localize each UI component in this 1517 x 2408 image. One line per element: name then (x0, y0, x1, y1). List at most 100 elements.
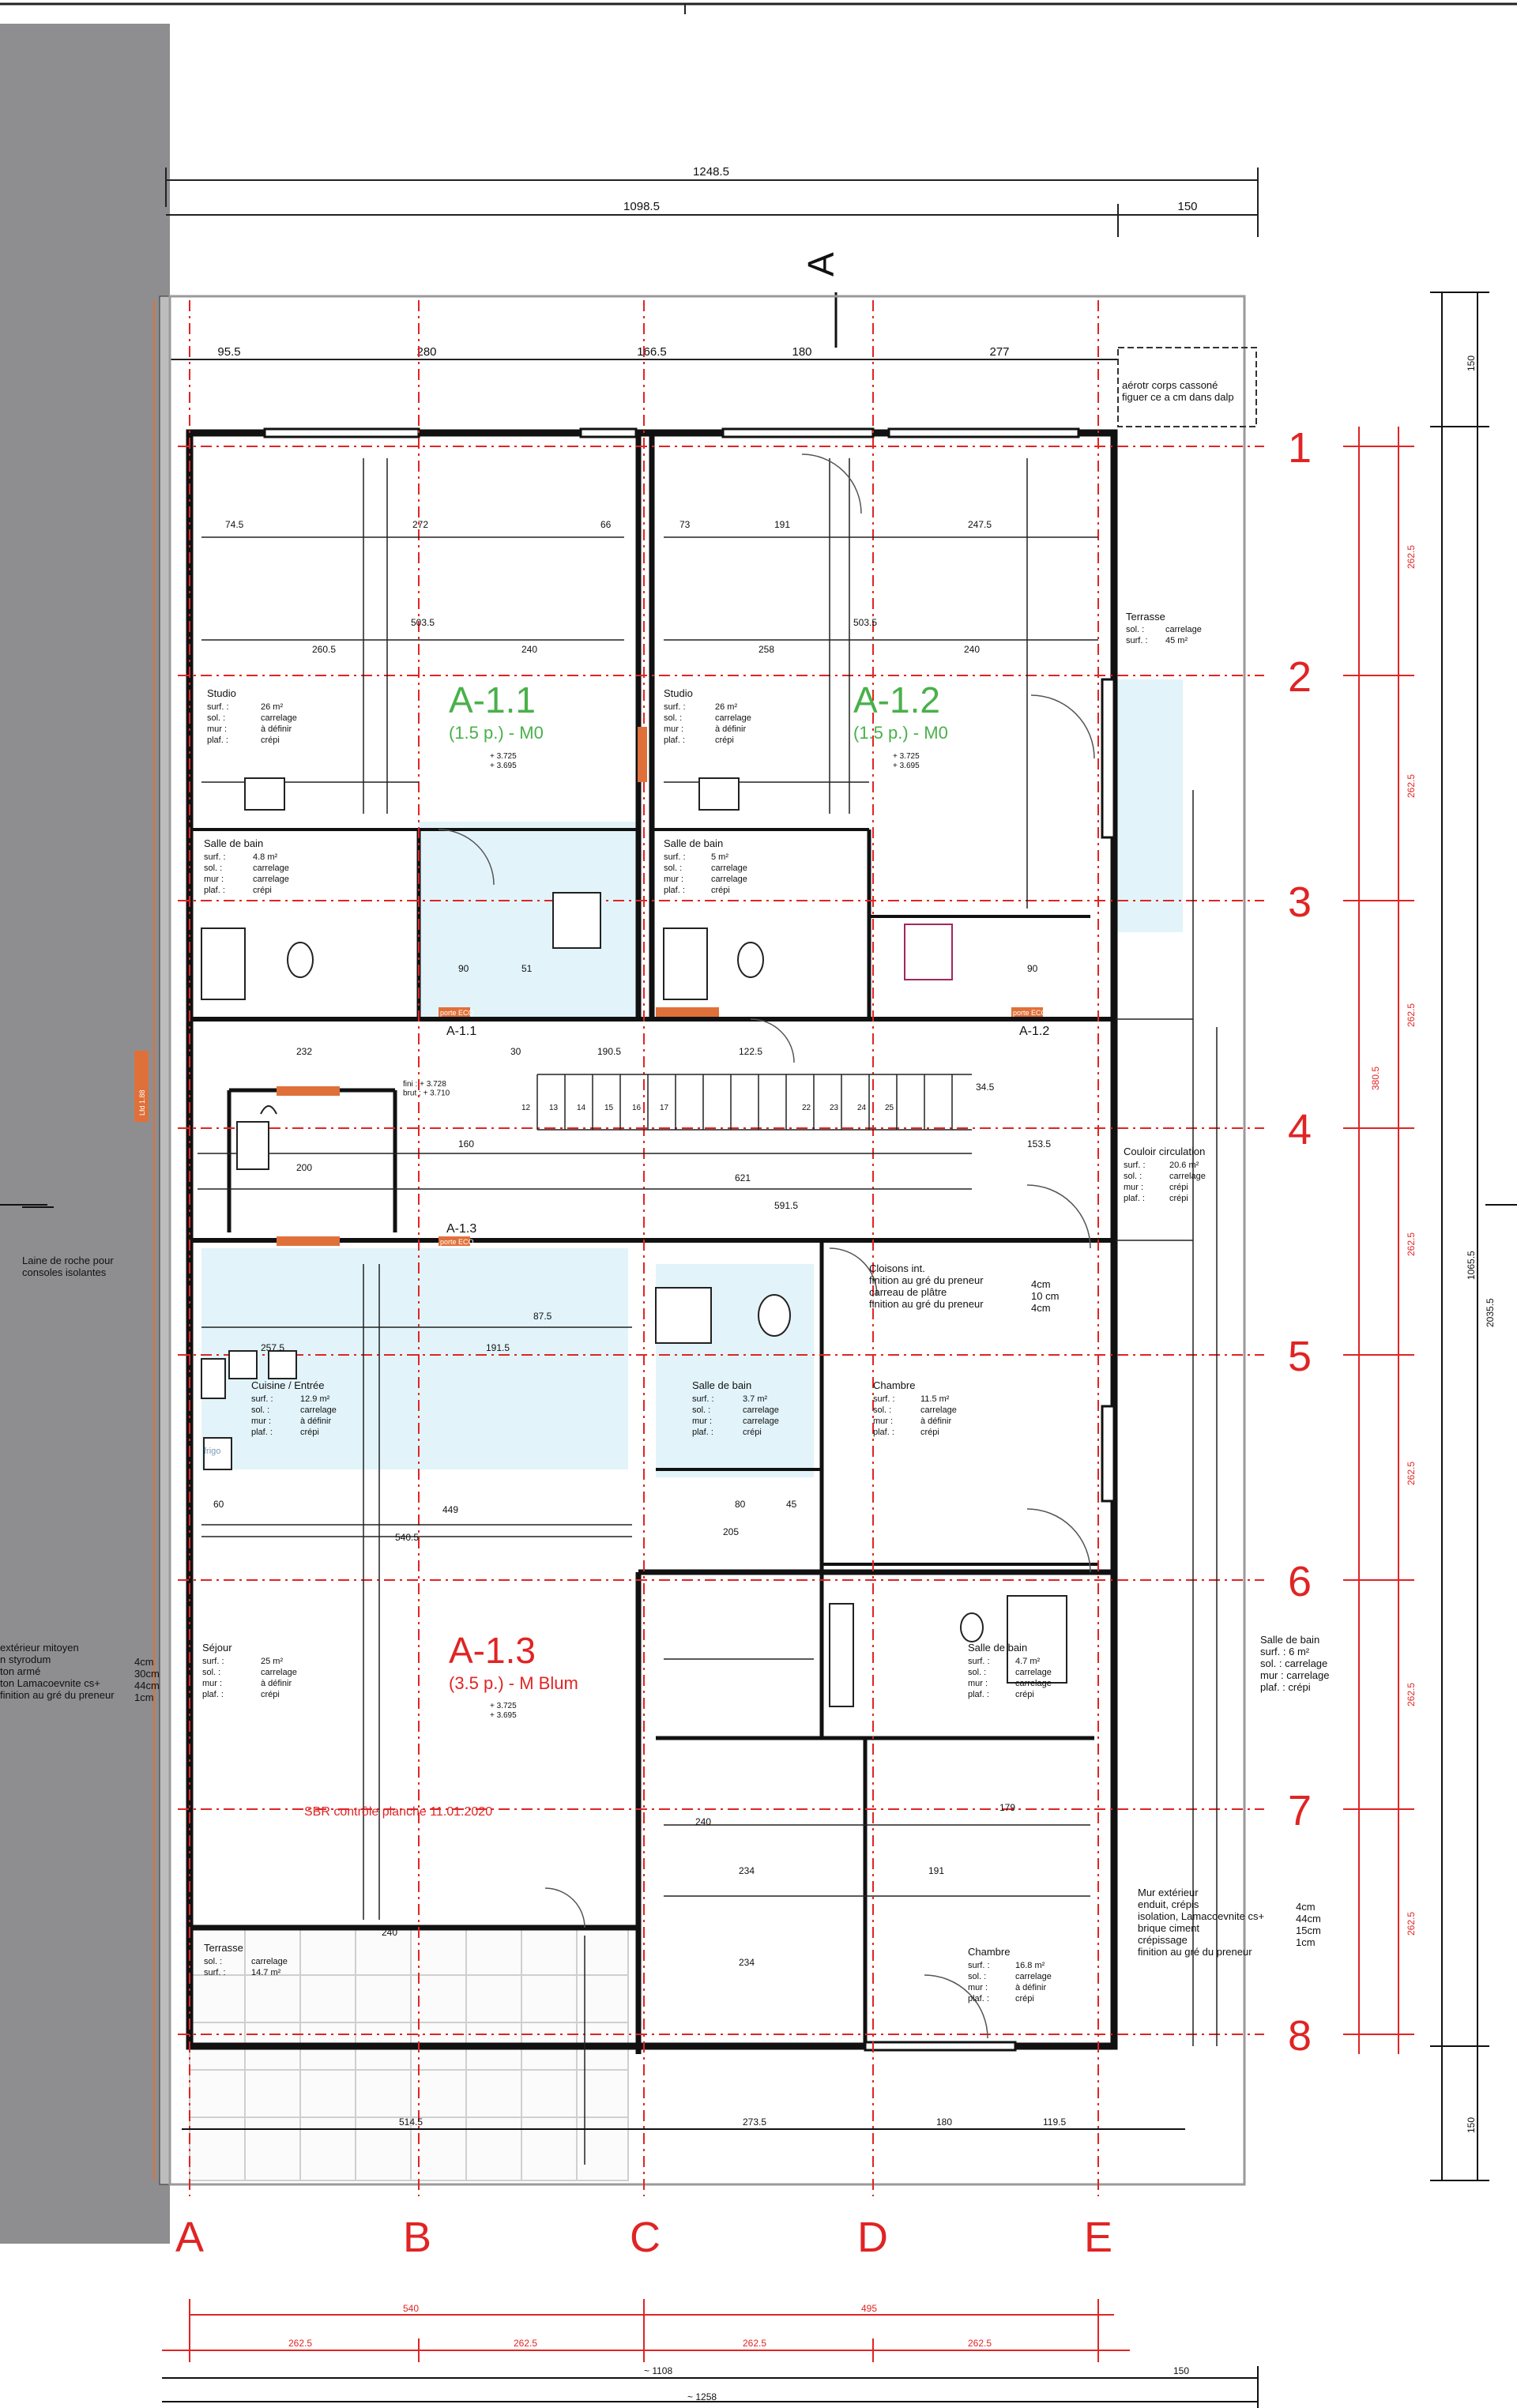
svg-text:carrelage: carrelage (300, 1405, 337, 1415)
svg-text:plaf. :: plaf. : (873, 1428, 894, 1437)
svg-text:205: 205 (723, 1526, 739, 1537)
svg-text:mur :: mur : (207, 724, 227, 734)
svg-text:carrelage: carrelage (711, 875, 747, 884)
svg-text:mur :: mur : (664, 724, 683, 734)
svg-text:591.5: 591.5 (774, 1200, 798, 1211)
svg-text:A-1.1: A-1.1 (449, 679, 536, 721)
svg-text:carrelage: carrelage (920, 1405, 957, 1415)
svg-text:262.5: 262.5 (1406, 1232, 1417, 1256)
svg-text:74.5: 74.5 (225, 519, 244, 530)
svg-text:à définir: à définir (715, 724, 746, 734)
svg-text:surf. :: surf. : (1126, 636, 1148, 645)
svg-text:D: D (857, 2214, 888, 2261)
svg-text:262.5: 262.5 (514, 2338, 537, 2349)
svg-text:25: 25 (885, 1104, 894, 1112)
svg-text:carrelage: carrelage (1165, 625, 1202, 634)
svg-text:191.5: 191.5 (486, 1342, 510, 1353)
svg-text:plaf. :: plaf. : (202, 1690, 224, 1699)
svg-text:380.5: 380.5 (1370, 1067, 1381, 1090)
svg-text:crépi: crépi (711, 886, 730, 895)
svg-text:sol. :: sol. : (873, 1405, 891, 1415)
svg-text:514.5: 514.5 (399, 2116, 423, 2128)
room-bedroom-1: Chambre surf. :11.5 m² sol. :carrelage m… (873, 1379, 957, 1437)
svg-text:240: 240 (695, 1816, 711, 1827)
room-kitchen: Cuisine / Entrée surf. :12.9 m² sol. :ca… (251, 1379, 337, 1437)
svg-text:262.5: 262.5 (968, 2338, 992, 2349)
svg-text:Salle de bain: Salle de bain (204, 837, 263, 849)
svg-text:122.5: 122.5 (739, 1046, 762, 1057)
svg-text:sol. :: sol. : (1126, 625, 1144, 634)
svg-text:273.5: 273.5 (743, 2116, 766, 2128)
svg-text:plaf. :: plaf. : (207, 736, 228, 745)
svg-text:247.5: 247.5 (968, 519, 992, 530)
svg-text:540: 540 (403, 2303, 419, 2314)
svg-text:73: 73 (679, 519, 691, 530)
svg-text:à définir: à définir (261, 1679, 292, 1688)
svg-text:mur :: mur : (968, 1983, 988, 1992)
small-label-a12: A-1.2 (1019, 1025, 1049, 1038)
svg-text:13: 13 (549, 1104, 559, 1112)
stair-numbers: 12 13 14 15 16 17 22 23 24 25 (521, 1104, 894, 1112)
svg-text:surf. :: surf. : (873, 1394, 895, 1404)
svg-text:Salle de bain: Salle de bain (692, 1379, 751, 1391)
svg-text:240: 240 (521, 644, 537, 655)
grid-row-labels: 1 2 3 4 5 6 7 8 (1288, 424, 1312, 2060)
svg-text:16: 16 (632, 1104, 642, 1112)
svg-text:sol. :: sol. : (664, 863, 682, 873)
svg-text:262.5: 262.5 (1406, 774, 1417, 798)
svg-text:2035.5: 2035.5 (1485, 1298, 1496, 1327)
svg-text:surf. :: surf. : (692, 1394, 714, 1404)
svg-text:carrelage: carrelage (253, 863, 289, 873)
small-label-a13: A-1.3 (446, 1222, 476, 1236)
svg-text:16.8 m²: 16.8 m² (1015, 1961, 1045, 1970)
svg-text:Chambre: Chambre (968, 1946, 1010, 1958)
svg-text:51: 51 (521, 963, 533, 974)
svg-text:2: 2 (1288, 653, 1312, 701)
svg-text:262.5: 262.5 (1406, 1003, 1417, 1027)
svg-text:14: 14 (577, 1104, 586, 1112)
svg-text:277: 277 (989, 345, 1009, 359)
svg-text:plaf. :: plaf. : (251, 1428, 273, 1437)
room-bedroom-2: Chambre surf. :16.8 m² sol. :carrelage m… (968, 1946, 1052, 2004)
svg-text:crépi: crépi (920, 1428, 939, 1437)
hatched-party-wall (159, 295, 171, 2185)
svg-text:mur :: mur : (251, 1417, 271, 1426)
svg-text:90: 90 (458, 963, 469, 974)
top-dimensions: 1248.5 1098.5 150 95.5 280 166.5 180 277 (165, 165, 1259, 360)
svg-text:150: 150 (1466, 356, 1477, 371)
svg-text:262.5: 262.5 (1406, 545, 1417, 569)
svg-text:30: 30 (510, 1046, 521, 1057)
svg-text:503.5: 503.5 (411, 617, 435, 628)
svg-text:15: 15 (604, 1104, 614, 1112)
svg-text:621: 621 (735, 1172, 751, 1183)
svg-text:plaf. :: plaf. : (204, 886, 225, 895)
svg-text:4.8 m²: 4.8 m² (253, 852, 278, 862)
svg-text:8: 8 (1288, 2012, 1312, 2060)
svg-text:surf. :: surf. : (968, 1961, 990, 1970)
svg-text:179: 179 (999, 1802, 1015, 1813)
svg-text:Cuisine / Entrée: Cuisine / Entrée (251, 1379, 325, 1391)
frigo-label: frigo (204, 1447, 220, 1456)
svg-text:surf. :: surf. : (204, 852, 226, 862)
svg-text:B: B (403, 2214, 431, 2261)
site-boundary (168, 295, 1246, 2186)
svg-text:surf. :: surf. : (968, 1657, 990, 1666)
room-bath-1: Salle de bain surf. :4.8 m² sol. :carrel… (204, 837, 289, 895)
svg-text:Studio: Studio (207, 687, 236, 699)
svg-text:carrelage: carrelage (251, 1957, 288, 1966)
svg-text:à définir: à définir (1015, 1983, 1046, 1992)
svg-text:Chambre: Chambre (873, 1379, 915, 1391)
svg-text:+ 3.725: + 3.725 (490, 1702, 517, 1710)
svg-text:à définir: à définir (300, 1417, 331, 1426)
room-living: Séjour surf. :25 m² sol. :carrelage mur … (202, 1642, 297, 1699)
svg-text:14.7 m²: 14.7 m² (251, 1968, 281, 1977)
svg-text:plaf. :: plaf. : (664, 886, 685, 895)
terrace-tiles (189, 1927, 629, 2181)
door-tags: porte ECO porte ECO porte ECO (277, 727, 1047, 1246)
unit-label-a12: A-1.2 (1.5 p.) - M0 + 3.725 + 3.695 (853, 679, 948, 770)
